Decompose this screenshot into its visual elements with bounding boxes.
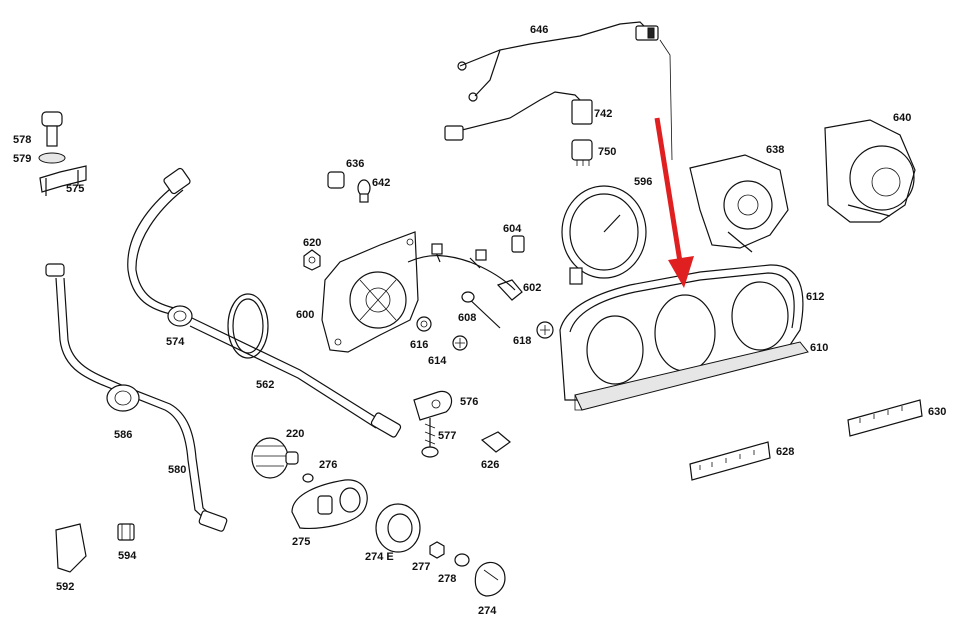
bolt-578-bracket-575 — [38, 111, 87, 196]
line-580-grommet-586 — [45, 263, 228, 532]
gauge-596 — [561, 185, 647, 285]
label-620: 620 — [303, 237, 321, 249]
label-612: 612 — [806, 291, 824, 303]
label-750: 750 — [598, 146, 616, 158]
label-586: 586 — [114, 429, 132, 441]
label-610: 610 — [810, 342, 828, 354]
clips-594-592 — [55, 523, 135, 573]
label-636: 636 — [346, 158, 364, 170]
label-642: 642 — [372, 177, 390, 189]
label-600: 600 — [296, 309, 314, 321]
label-562: 562 — [256, 379, 274, 391]
nut-620 — [303, 249, 321, 271]
label-608: 608 — [458, 312, 476, 324]
red-arrow — [654, 117, 694, 288]
label-276: 276 — [319, 459, 337, 471]
label-274: 274 — [478, 605, 497, 617]
label-592: 592 — [56, 581, 74, 593]
label-574: 574 — [166, 336, 185, 348]
label-275: 275 — [292, 536, 310, 548]
label-604: 604 — [503, 223, 522, 235]
label-646: 646 — [530, 24, 548, 36]
gauge-640 — [824, 119, 916, 223]
clamp-576-screw-577 — [413, 390, 511, 458]
label-614: 614 — [428, 355, 447, 367]
label-580: 580 — [168, 464, 186, 476]
label-616: 616 — [410, 339, 428, 351]
cluster-612-610 — [559, 264, 809, 411]
label-618: 618 — [513, 335, 531, 347]
label-220: 220 — [286, 428, 304, 440]
knob-220 — [251, 437, 314, 483]
label-628: 628 — [776, 446, 794, 458]
housing-600 — [321, 231, 419, 353]
label-577: 577 — [438, 430, 456, 442]
label-277: 277 — [412, 561, 430, 573]
plate-275 — [291, 479, 368, 529]
label-576: 576 — [460, 396, 478, 408]
label-578: 578 — [13, 134, 31, 146]
strips-628-630 — [689, 399, 923, 481]
label-626: 626 — [481, 459, 499, 471]
cable-574-562 — [127, 167, 402, 438]
label-640: 640 — [893, 112, 911, 124]
label-594: 594 — [118, 550, 137, 562]
gauge-638 — [689, 154, 789, 253]
label-630: 630 — [928, 406, 946, 418]
knob-274e-274 — [375, 503, 506, 597]
part-labels: 646 742 750 638 640 596 578 579 575 636 … — [13, 24, 946, 617]
label-579: 579 — [13, 153, 31, 165]
label-575: 575 — [66, 183, 84, 195]
label-638: 638 — [766, 144, 784, 156]
label-742: 742 — [594, 108, 612, 120]
label-596: 596 — [634, 176, 652, 188]
harness-646 — [444, 21, 673, 166]
label-278: 278 — [438, 573, 456, 585]
label-602: 602 — [523, 282, 541, 294]
label-274e: 274 E — [365, 551, 394, 563]
wiring-604-602-608 — [407, 235, 554, 351]
bulbs-636-642 — [327, 171, 371, 203]
